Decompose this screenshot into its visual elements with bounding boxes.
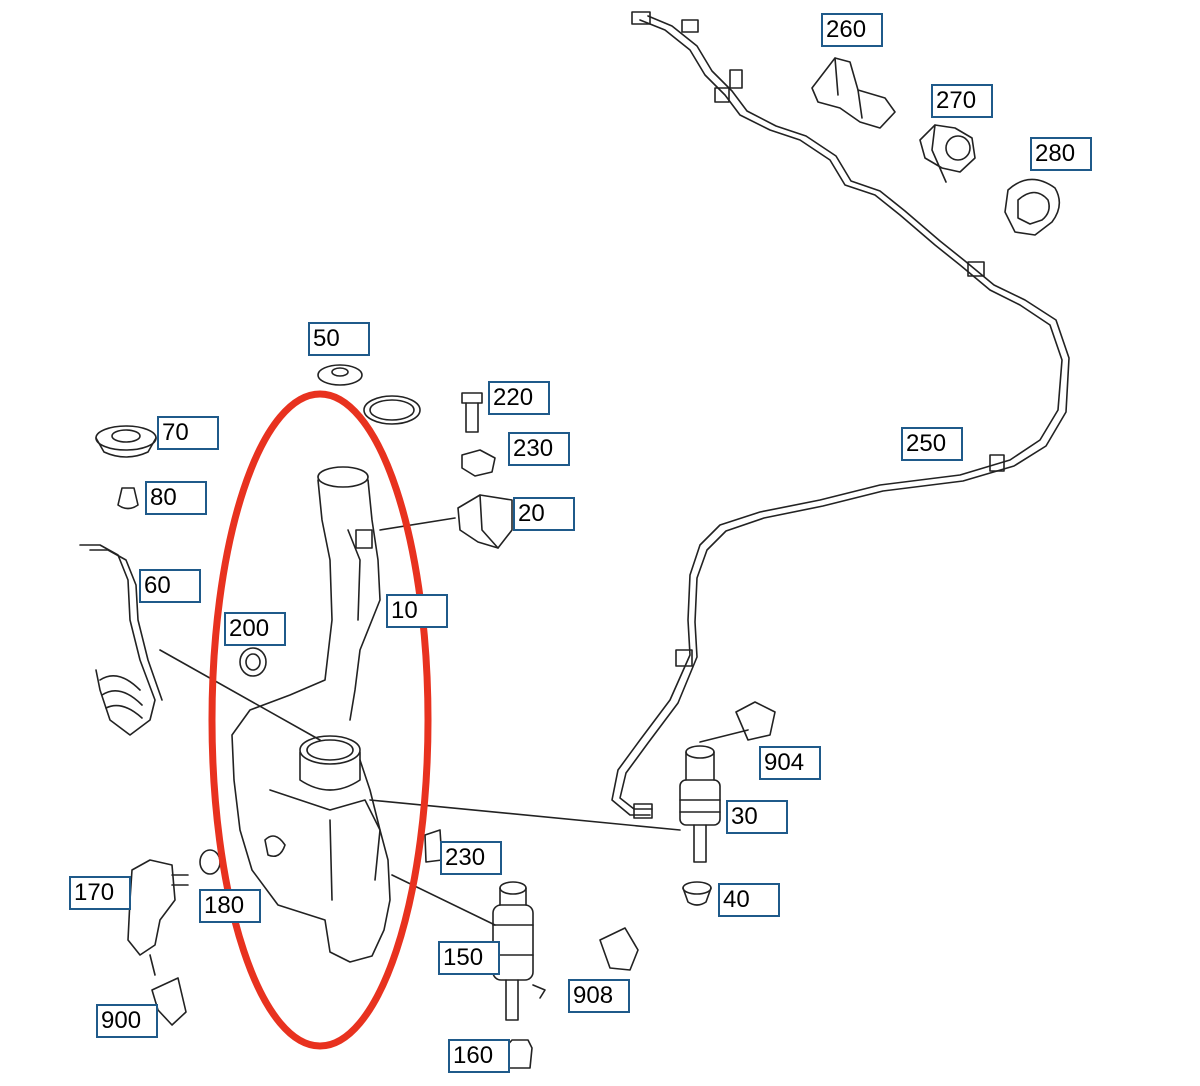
grommet-40 xyxy=(682,881,712,906)
seal-180 xyxy=(199,849,221,875)
pump-30 xyxy=(679,729,749,863)
callout-40: 40 xyxy=(718,883,780,917)
callout-20: 20 xyxy=(513,497,575,531)
plug-80 xyxy=(117,487,139,510)
highlight-ellipse xyxy=(208,390,432,1050)
callout-80: 80 xyxy=(145,481,207,515)
clamp-280 xyxy=(1004,178,1061,236)
grommet-70 xyxy=(95,425,157,458)
callout-900: 900 xyxy=(96,1004,158,1038)
callout-50: 50 xyxy=(308,322,370,356)
clip-270 xyxy=(919,124,976,183)
callout-904: 904 xyxy=(759,746,821,780)
callout-10: 10 xyxy=(386,594,448,628)
callout-200: 200 xyxy=(224,612,286,646)
bolt-220 xyxy=(461,392,483,433)
callout-160: 160 xyxy=(448,1039,510,1073)
cap-seal-50 xyxy=(317,364,421,425)
callout-230-top: 230 xyxy=(508,432,570,466)
connector-908 xyxy=(599,927,639,971)
callout-180: 180 xyxy=(199,889,261,923)
o-ring-200 xyxy=(239,647,267,677)
callout-280: 280 xyxy=(1030,137,1092,171)
callout-270: 270 xyxy=(931,84,993,118)
callout-60: 60 xyxy=(139,569,201,603)
callout-220: 220 xyxy=(488,381,550,415)
callout-30: 30 xyxy=(726,800,788,834)
sensor-170 xyxy=(127,859,189,976)
callout-260: 260 xyxy=(821,13,883,47)
callout-908: 908 xyxy=(568,979,630,1013)
bracket-20 xyxy=(457,494,513,549)
pump-150 xyxy=(492,881,546,1021)
clip-nut-230 xyxy=(461,449,496,477)
callout-170: 170 xyxy=(69,876,131,910)
washer-hose-250 xyxy=(611,11,1070,819)
callout-230-bottom: 230 xyxy=(440,841,502,875)
reservoir-tank-10 xyxy=(231,466,681,963)
filler-tube-60 xyxy=(79,544,321,741)
callout-150: 150 xyxy=(438,941,500,975)
bracket-260 xyxy=(811,57,896,129)
callout-70: 70 xyxy=(157,416,219,450)
callout-250: 250 xyxy=(901,427,963,461)
connector-904 xyxy=(735,701,776,741)
